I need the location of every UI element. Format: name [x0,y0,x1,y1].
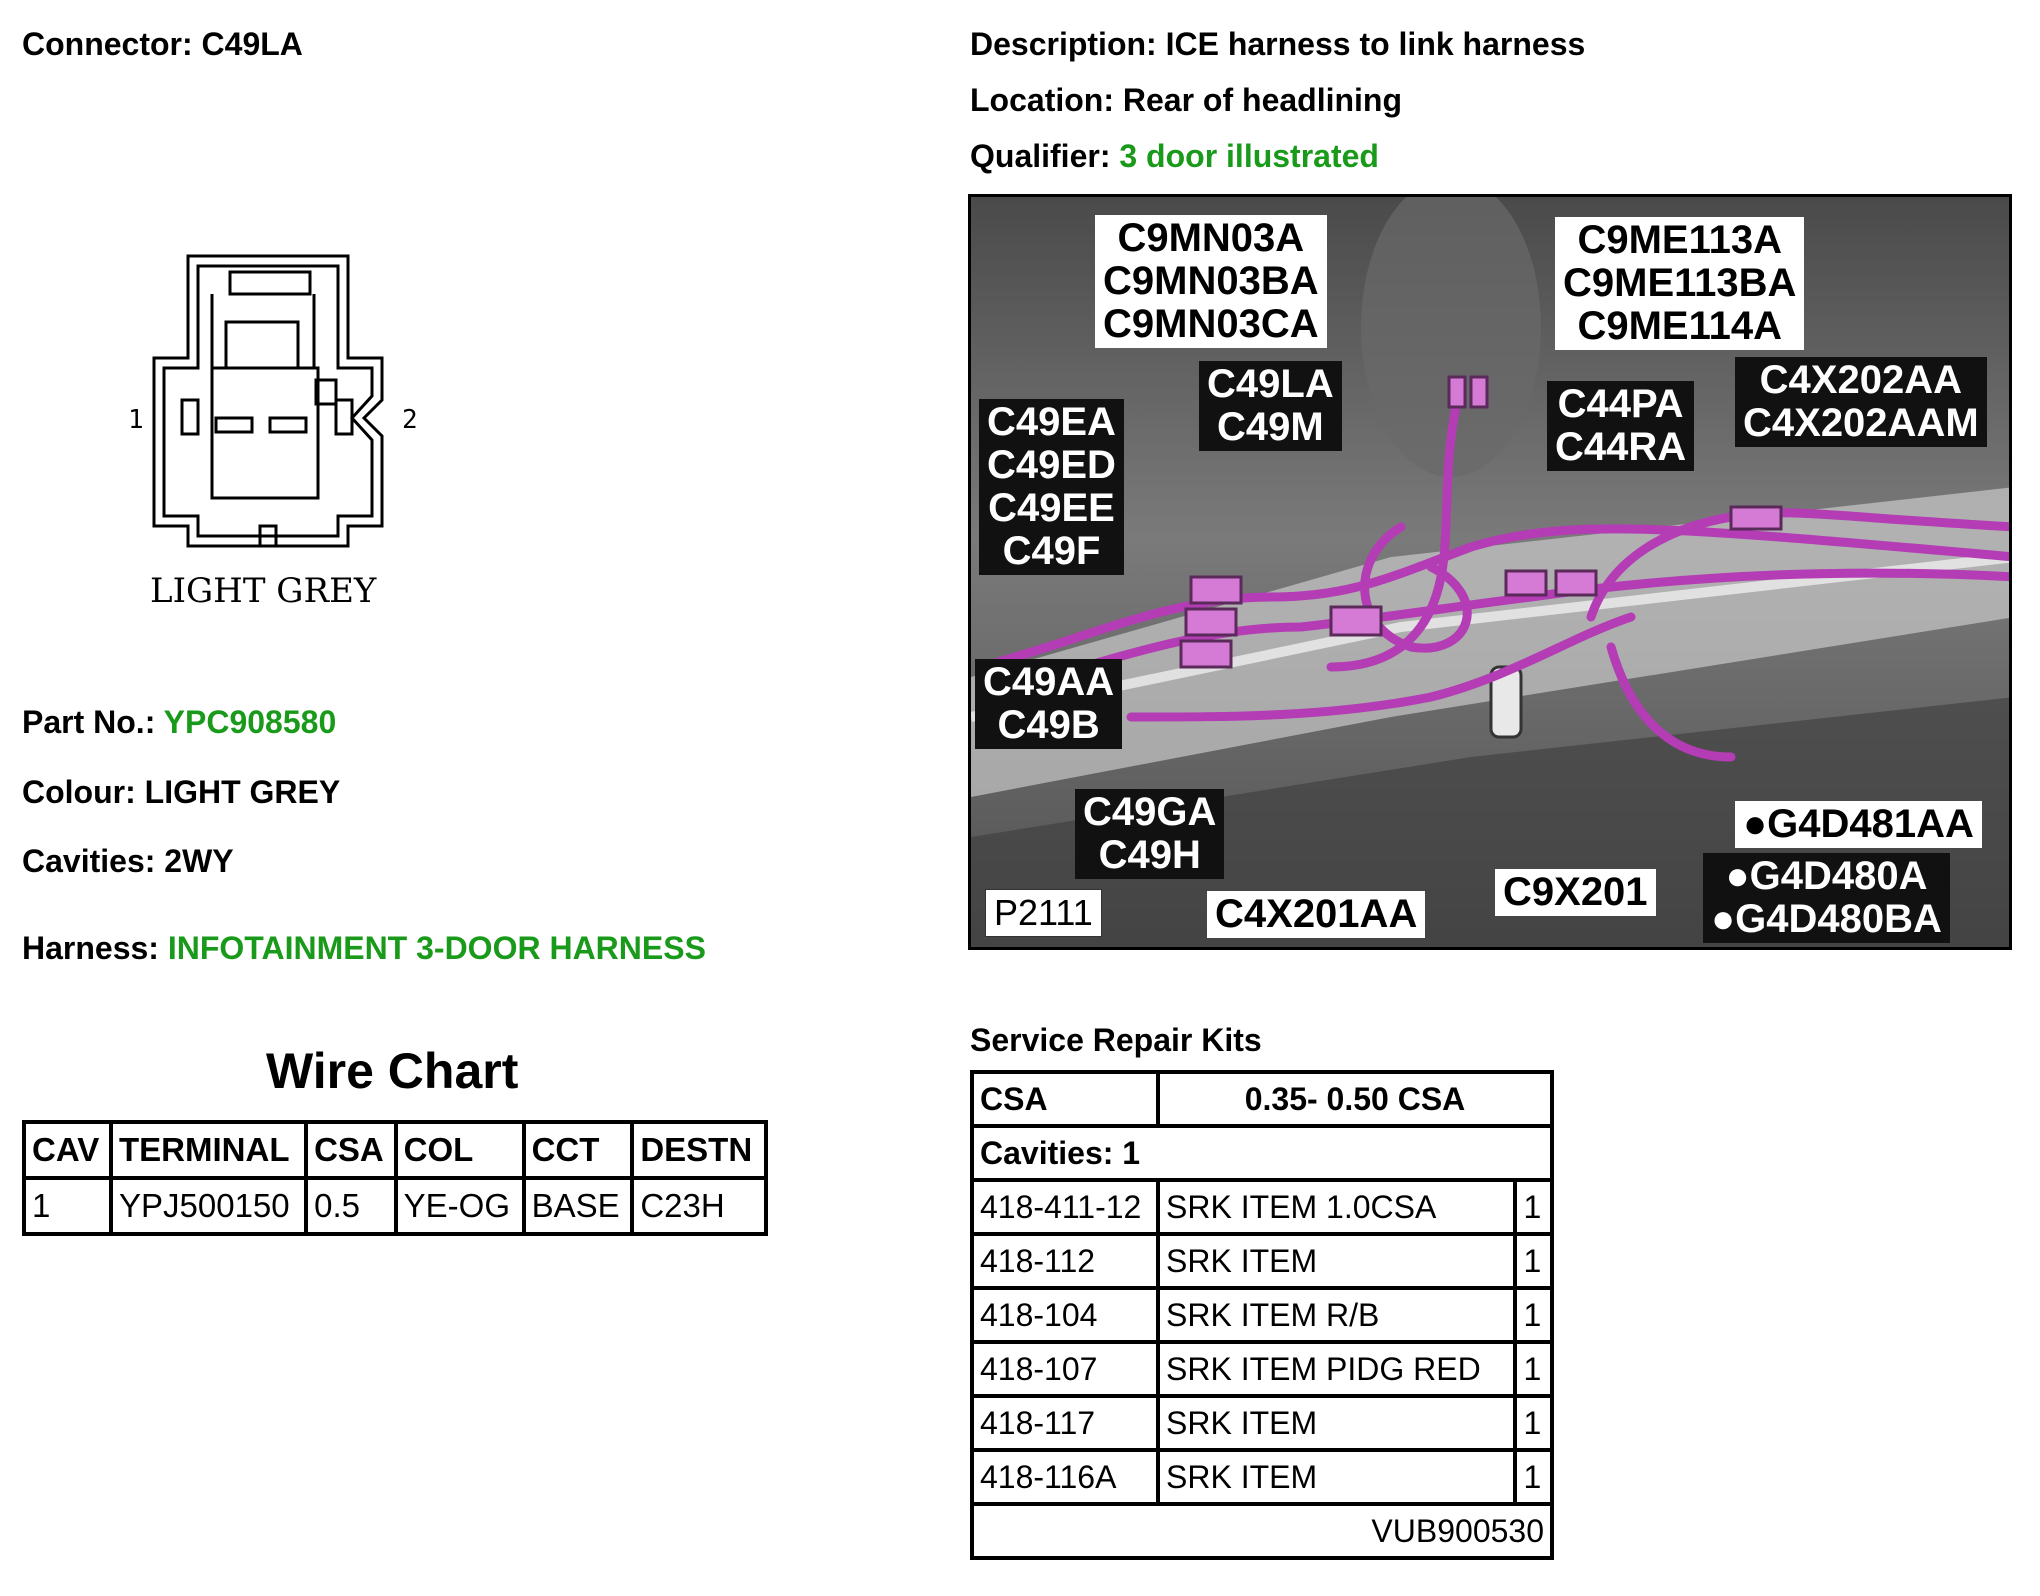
srk-footer: VUB900530 [970,1502,1554,1560]
wc-cell-cct: BASE [521,1176,635,1236]
location-value: Rear of headlining [1122,82,1403,118]
harness-line: Harness: INFOTAINMENT 3-DOOR HARNESS [22,930,706,967]
wire-chart-header-row: CAV TERMINAL CSA COL CCT DESTN [22,1120,768,1180]
srk-header-row: CSA 0.35- 0.50 CSA [970,1070,1554,1128]
srk-qty: 1 [1513,1232,1554,1290]
location-photo: C9MN03A C9MN03BA C9MN03CA C9ME113A C9ME1… [968,194,2012,950]
label-c44pa: C44PA C44RA [1547,381,1695,471]
srk-cavities-row: Cavities: 1 [970,1124,1554,1182]
wc-cell-destn[interactable]: C23H [630,1176,768,1236]
srk-desc: SRK ITEM [1155,1448,1518,1506]
location-line: Location: Rear of headlining [970,82,1402,119]
srk-desc: SRK ITEM PIDG RED [1155,1340,1518,1398]
qualifier-value[interactable]: 3 door illustrated [1119,138,1379,174]
label-g4d481: ●G4D481AA [1735,801,1982,848]
srk-qty: 1 [1513,1448,1554,1506]
label-c9me: C9ME113A C9ME113BA C9ME114A [1555,217,1805,350]
wc-header-destn: DESTN [630,1120,768,1180]
table-row: 418-117 SRK ITEM 1 [970,1394,1554,1452]
label-c4x201: C4X201AA [1207,891,1426,938]
wc-header-cct: CCT [521,1120,635,1180]
description-label: Description: [970,26,1157,62]
label-c4x202: C4X202AA C4X202AAM [1735,357,1987,447]
qualifier-label: Qualifier: [970,138,1111,174]
srk-cavities: Cavities: 1 [970,1124,1554,1182]
srk-title: Service Repair Kits [970,1022,1262,1058]
diagram-colour-text: LIGHT GREY [150,571,377,611]
srk-csa-value: 0.35- 0.50 CSA [1156,1070,1554,1128]
wc-header-terminal: TERMINAL [108,1120,309,1180]
srk-part: 418-107 [970,1340,1160,1398]
description-value: ICE harness to link harness [1165,26,1586,62]
srk-desc: SRK ITEM R/B [1155,1286,1518,1344]
srk-part: 418-112 [970,1232,1160,1290]
srk-desc: SRK ITEM [1155,1232,1518,1290]
srk-part: 418-411-12 [970,1178,1160,1236]
connector-label: Connector: [22,26,193,62]
table-row: 1 YPJ500150 0.5 YE-OG BASE C23H [22,1176,768,1236]
srk-desc: SRK ITEM [1155,1394,1518,1452]
srk-part: 418-104 [970,1286,1160,1344]
pin-1-label: 1 [128,405,144,435]
location-label: Location: [970,82,1114,118]
part-no-value[interactable]: YPC908580 [163,704,337,740]
wc-header-col: COL [393,1120,526,1180]
wc-cell-terminal: YPJ500150 [108,1176,309,1236]
part-no-label: Part No.: [22,704,156,740]
label-c49ea: C49EA C49ED C49EE C49F [979,399,1124,575]
wc-header-csa: CSA [304,1120,398,1180]
table-row: 418-107 SRK ITEM PIDG RED 1 [970,1340,1554,1398]
wire-chart-table: CAV TERMINAL CSA COL CCT DESTN 1 YPJ5001… [22,1120,768,1236]
table-row: 418-112 SRK ITEM 1 [970,1232,1554,1290]
description-line: Description: ICE harness to link harness [970,26,1585,63]
wire-chart-title: Wire Chart [266,1043,519,1099]
table-row: 418-104 SRK ITEM R/B 1 [970,1286,1554,1344]
harness-value[interactable]: INFOTAINMENT 3-DOOR HARNESS [167,930,706,966]
qualifier-line: Qualifier: 3 door illustrated [970,138,1379,175]
part-no-line: Part No.: YPC908580 [22,704,336,741]
srk-footer-row: VUB900530 [970,1502,1554,1560]
cavities-value: 2WY [164,843,234,879]
wc-cell-cav: 1 [22,1176,113,1236]
table-row: 418-411-12 SRK ITEM 1.0CSA 1 [970,1178,1554,1236]
srk-qty: 1 [1513,1340,1554,1398]
srk-qty: 1 [1513,1178,1554,1236]
label-c49aa: C49AA C49B [975,659,1123,749]
wc-cell-csa: 0.5 [304,1176,398,1236]
cavities-line: Cavities: 2WY [22,843,234,880]
label-g4d480: ●G4D480A ●G4D480BA [1703,853,1950,943]
label-c9mn: C9MN03A C9MN03BA C9MN03CA [1095,215,1327,348]
label-c49ga: C49GA C49H [1075,789,1225,879]
srk-part: 418-116A [970,1448,1160,1506]
table-row: 418-116A SRK ITEM 1 [970,1448,1554,1506]
srk-part: 418-117 [970,1394,1160,1452]
harness-label: Harness: [22,930,159,966]
srk-table: CSA 0.35- 0.50 CSA Cavities: 1 418-411-1… [970,1070,1554,1560]
connector-line: Connector: C49LA [22,26,303,63]
label-c49la: C49LA C49M [1199,361,1342,451]
colour-line: Colour: LIGHT GREY [22,774,340,811]
label-c9x201: C9X201 [1495,869,1656,916]
connector-diagram: 1 2 LIGHT GREY [128,254,418,611]
photo-ref: P2111 [985,889,1102,937]
pin-2-label: 2 [402,405,418,435]
colour-label: Colour: [22,774,136,810]
wc-header-cav: CAV [22,1120,113,1180]
srk-csa-label: CSA [970,1070,1160,1128]
cavities-label: Cavities: [22,843,156,879]
colour-value: LIGHT GREY [144,774,341,810]
srk-qty: 1 [1513,1286,1554,1344]
srk-desc: SRK ITEM 1.0CSA [1155,1178,1518,1236]
wc-cell-col: YE-OG [393,1176,526,1236]
connector-value: C49LA [201,26,303,62]
srk-qty: 1 [1513,1394,1554,1452]
